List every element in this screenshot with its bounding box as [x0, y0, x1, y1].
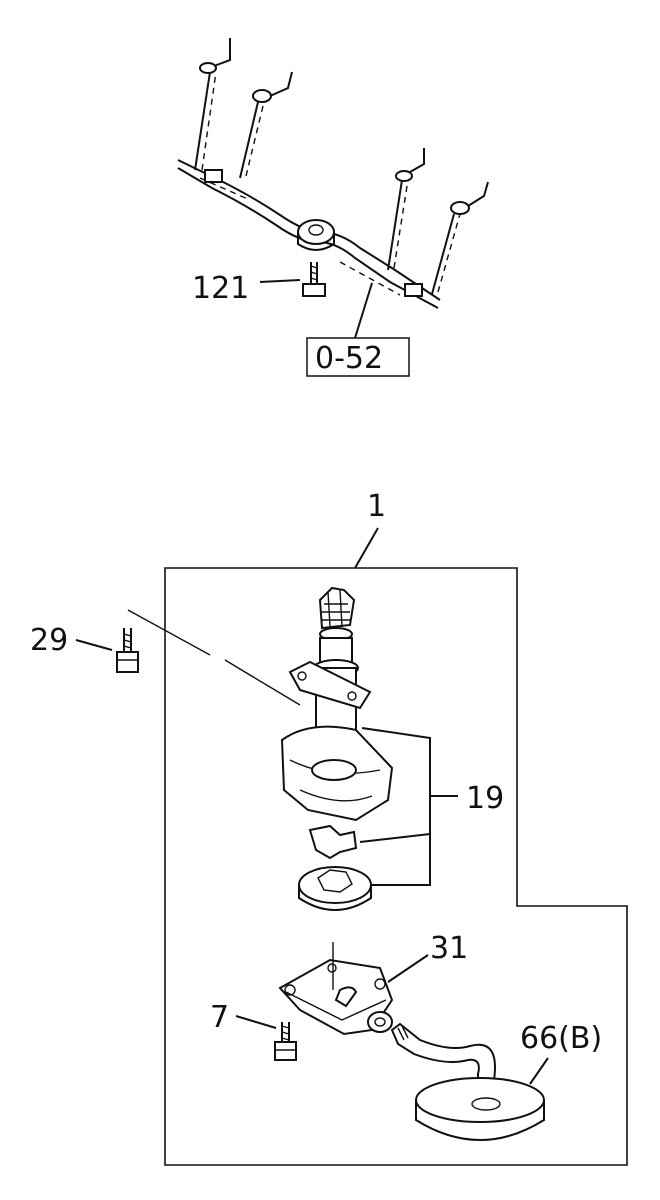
- reference-0-52: 0-52: [315, 341, 383, 376]
- bolt-29-icon: [116, 628, 139, 673]
- callout-31: 31: [430, 931, 468, 966]
- pump-body-icon: [280, 725, 394, 822]
- guide-29: [127, 609, 301, 706]
- oil-strainer-icon: [390, 1022, 545, 1141]
- bolt-7-icon: [274, 1022, 297, 1061]
- callout-1: 1: [367, 489, 386, 524]
- leader-7: [235, 1015, 277, 1029]
- pump-flange-icon: [288, 660, 372, 710]
- reference-box: [306, 337, 410, 377]
- bracket-19: [359, 727, 431, 886]
- leader-1: [354, 527, 379, 569]
- inner-rotor-icon: [308, 824, 358, 860]
- callout-7: 7: [210, 1000, 229, 1035]
- leader-31: [387, 954, 429, 983]
- callout-19: 19: [466, 781, 504, 816]
- callout-66b: 66(B): [520, 1021, 602, 1056]
- leader-121: [259, 279, 301, 283]
- callout-121: 121: [192, 271, 249, 306]
- callout-29: 29: [30, 623, 68, 658]
- leader-0-52: [354, 282, 373, 339]
- pump-cover-icon: [278, 958, 394, 1036]
- leader-66b: [529, 1057, 549, 1085]
- assembly-boundary: [164, 567, 628, 1166]
- bolt-121-icon: [302, 262, 326, 297]
- drive-gear-icon: [318, 586, 356, 641]
- leader-29: [75, 639, 113, 651]
- outer-rotor-icon: [298, 866, 372, 911]
- oil-jet-pipe-assembly: [177, 38, 489, 309]
